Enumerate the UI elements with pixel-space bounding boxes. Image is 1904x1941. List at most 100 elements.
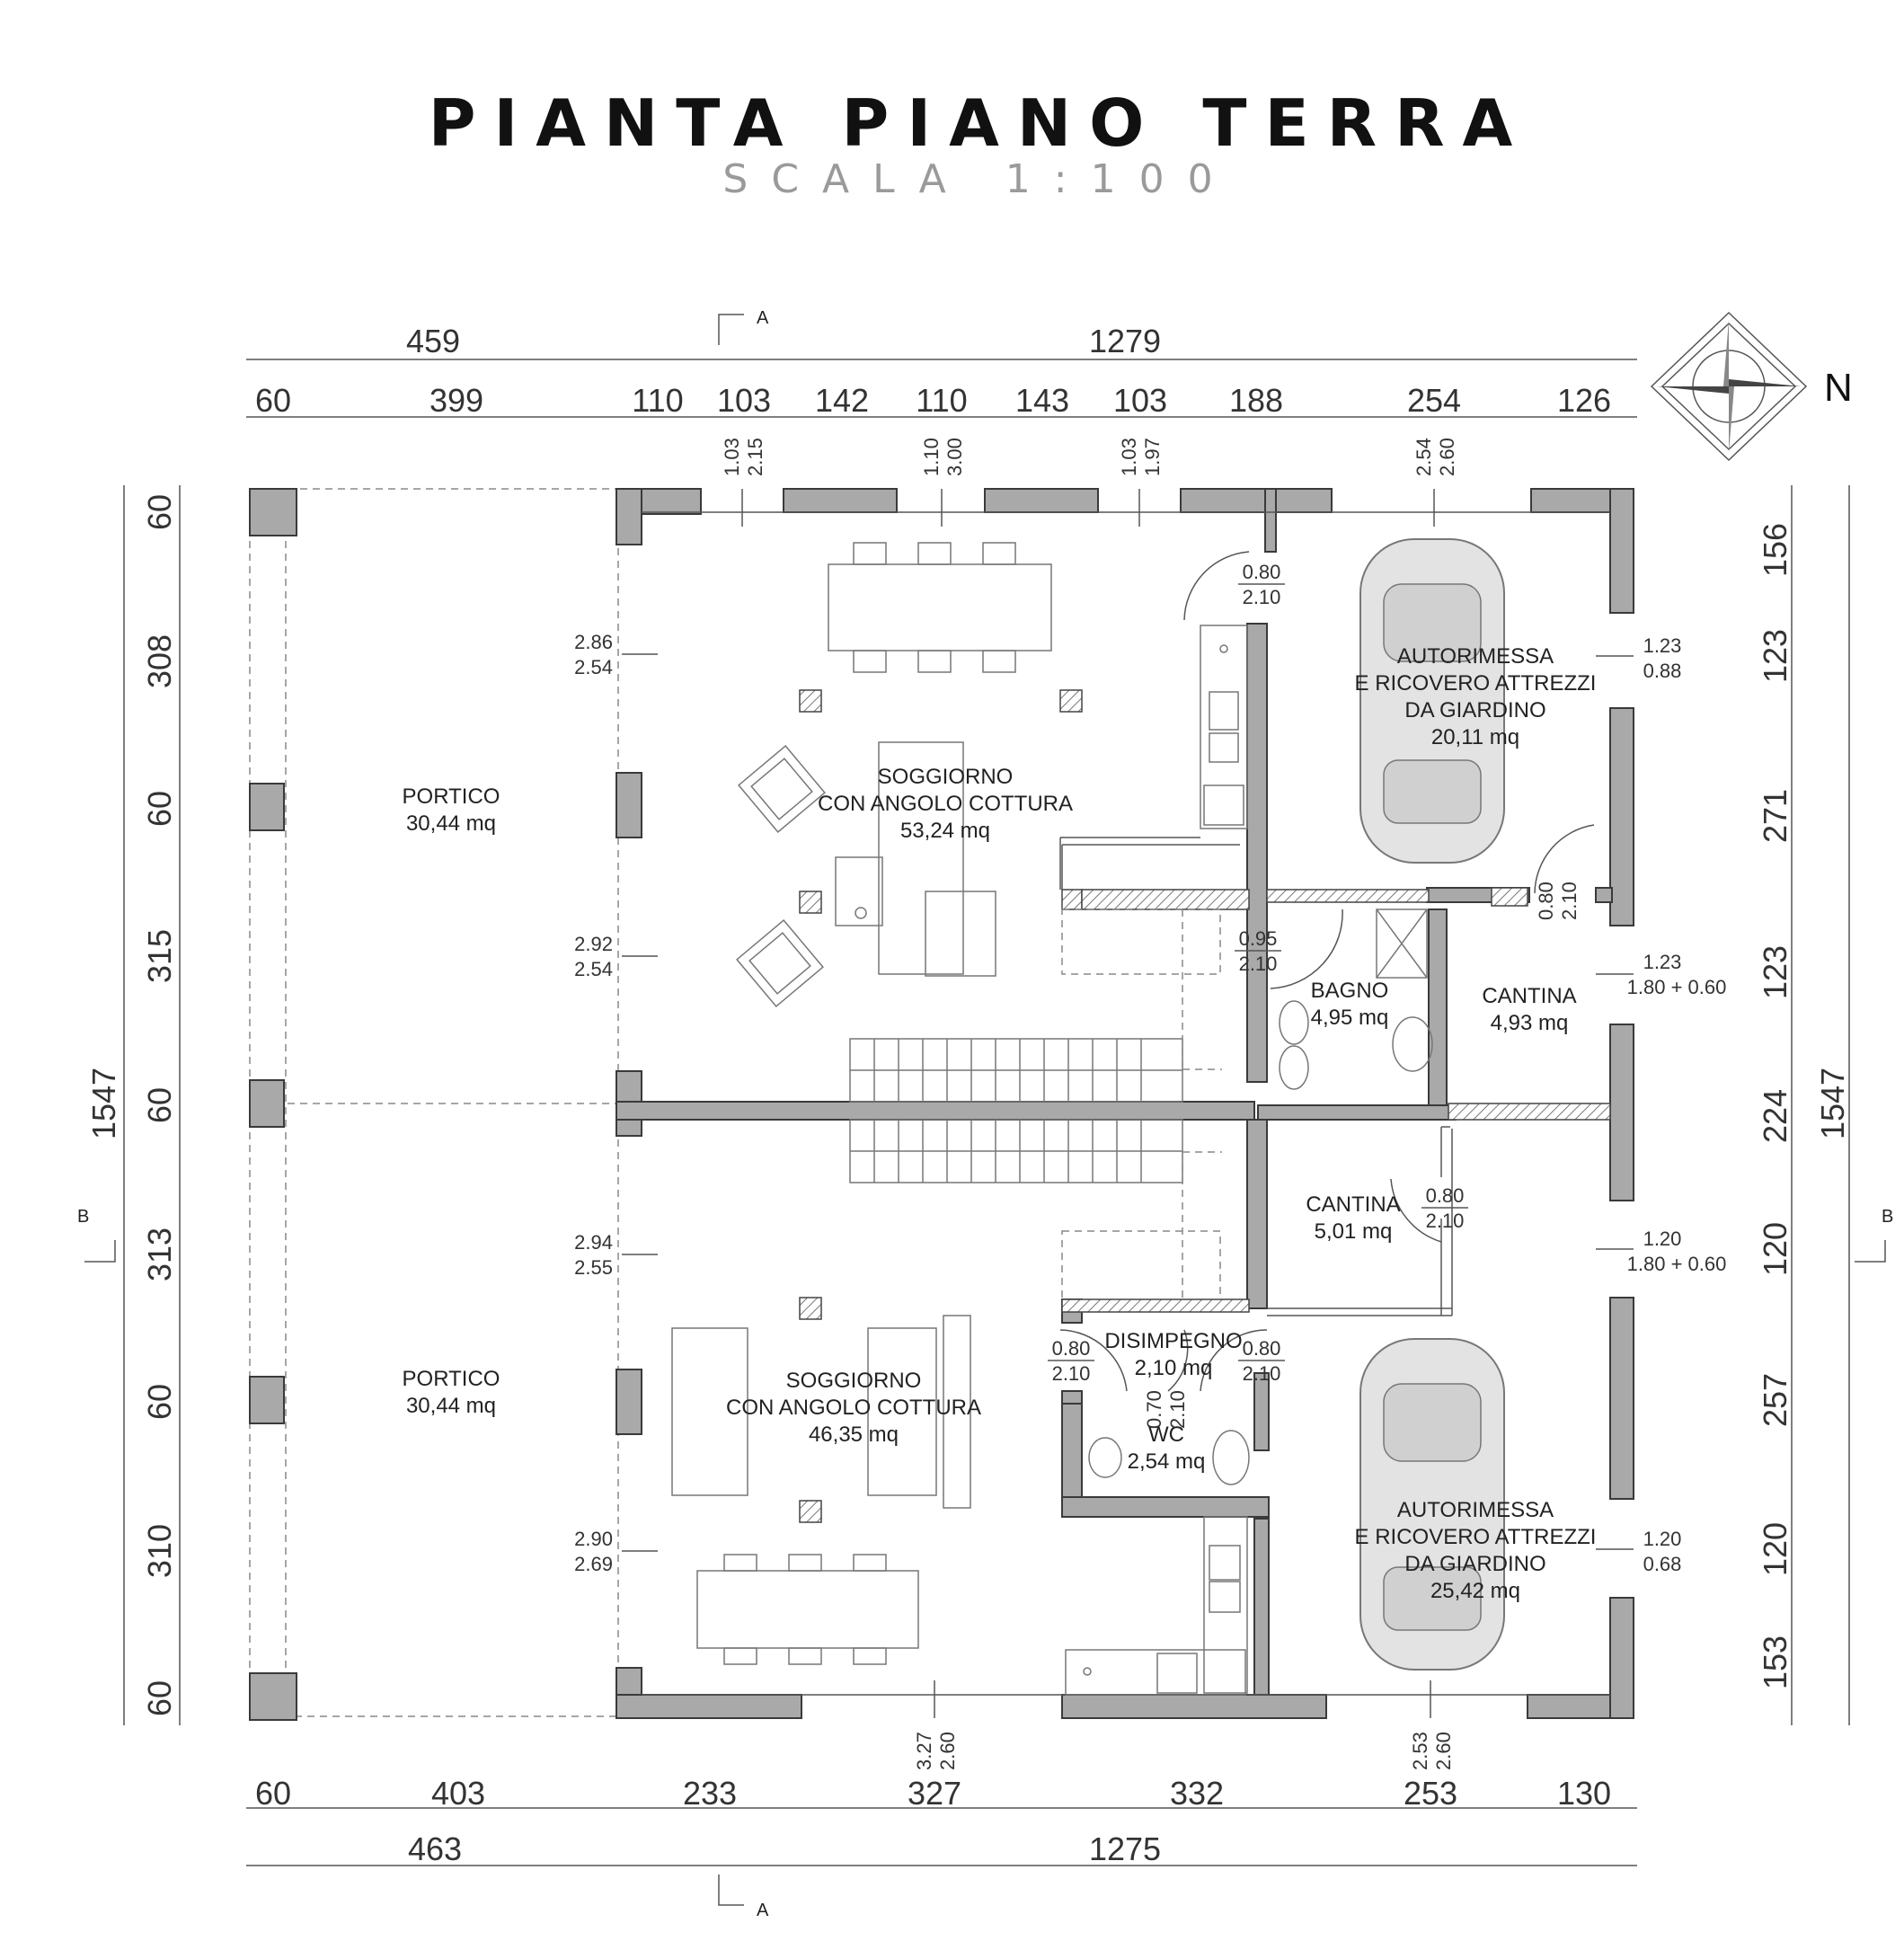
room-name: AUTORIMESSA [1397, 644, 1554, 669]
dim-right-part: 123 [1757, 629, 1793, 683]
bottom-total-dimensions: 463 1275 [408, 1830, 1161, 1867]
room-area: 2,54 mq [1128, 1449, 1206, 1474]
section-a-bottom-label: A [757, 1901, 769, 1920]
dim-bottom-total: 1275 [1089, 1830, 1161, 1867]
bottom-part-dimensions: 60 403 233 327 332 253 130 [255, 1775, 1611, 1812]
top-window-labels: 1.03 2.15 1.10 3.00 1.03 1.97 2.54 2.60 [721, 438, 1458, 476]
room-name: E RICOVERO ATTREZZI [1355, 671, 1597, 696]
furniture-bottom [671, 1297, 1248, 1696]
bottom-window-labels: 3.27 2.60 2.53 2.60 [913, 1732, 1455, 1770]
room-name: WC [1148, 1423, 1184, 1447]
room-bagno: BAGNO 4,95 mq [1311, 979, 1389, 1030]
door-height: 2.10 [1052, 1362, 1091, 1385]
room-area: 53,24 mq [900, 819, 990, 843]
room-name: BAGNO [1311, 979, 1389, 1003]
window-height: 1.80 + 0.60 [1627, 1253, 1727, 1275]
room-cantina-right: CANTINA 4,93 mq [1482, 984, 1576, 1035]
left-dimensions: 1547 60 308 60 315 60 313 60 310 60 [85, 494, 178, 1716]
window-width: 2.53 [1409, 1732, 1431, 1770]
window-width: 1.23 [1643, 634, 1682, 657]
window-height: 2.54 [574, 958, 613, 980]
window-height: 2.60 [936, 1732, 959, 1770]
room-name: CANTINA [1482, 984, 1576, 1008]
exterior-walls [615, 488, 1634, 1719]
window-height: 0.68 [1643, 1553, 1682, 1575]
window-width: 1.10 [920, 438, 943, 476]
window-height: 2.15 [744, 438, 766, 476]
room-portico-top: PORTICO 30,44 mq [403, 784, 500, 836]
window-width: 2.94 [574, 1231, 613, 1254]
room-portico-bottom: PORTICO 30,44 mq [403, 1367, 500, 1418]
door-labels: 0.80 2.10 0.80 2.10 0.95 2.10 0.80 2.10 … [1048, 561, 1581, 1429]
room-wc: WC 2,54 mq [1128, 1423, 1206, 1474]
door-width: 0.80 [1243, 561, 1281, 583]
dim-right-part: 224 [1757, 1089, 1793, 1143]
right-window-labels: 1.23 0.88 1.23 1.80 + 0.60 1.20 1.80 + 0… [1627, 634, 1727, 1575]
dim-top-total: 1279 [1089, 323, 1161, 359]
dim-left-part: 315 [141, 929, 178, 983]
door-width: 0.95 [1239, 927, 1278, 950]
room-area: 46,35 mq [809, 1423, 899, 1447]
dim-left-part: 310 [141, 1524, 178, 1578]
room-name: DA GIARDINO [1404, 698, 1545, 722]
room-area: 20,11 mq [1431, 725, 1519, 749]
dim-top-part: 142 [815, 382, 869, 419]
section-b-right-label: B [1882, 1207, 1893, 1227]
section-b-left-label: B [77, 1207, 89, 1227]
dim-right-part: 120 [1757, 1222, 1793, 1276]
section-a-bottom-marker: A [718, 1875, 769, 1920]
dim-top-part: 188 [1229, 382, 1283, 419]
dim-right-part: 123 [1757, 945, 1793, 999]
window-height: 3.00 [943, 438, 966, 476]
dim-left-part: 60 [141, 1384, 178, 1420]
door-height: 2.10 [1166, 1390, 1189, 1429]
door-height: 2.10 [1243, 586, 1281, 608]
car-top-icon [1359, 538, 1505, 864]
window-height: 2.55 [574, 1256, 613, 1279]
room-soggiorno-bottom: SOGGIORNO CON ANGOLO COTTURA 46,35 mq [726, 1369, 981, 1447]
dim-left-part: 60 [141, 494, 178, 530]
section-a-top-label: A [757, 308, 769, 328]
room-garage-bottom: AUTORIMESSA E RICOVERO ATTREZZI DA GIARD… [1355, 1498, 1597, 1603]
dim-right-part: 120 [1757, 1522, 1793, 1576]
furniture-top [736, 542, 1248, 1007]
window-height: 2.60 [1432, 1732, 1455, 1770]
window-height: 0.88 [1643, 660, 1682, 682]
dim-bottom-part: 233 [683, 1775, 737, 1812]
window-height: 1.97 [1141, 438, 1164, 476]
door-width: 0.70 [1143, 1390, 1165, 1429]
right-dimensions: 1547 156 123 271 123 224 120 257 120 153 [1757, 523, 1851, 1689]
room-area: 2,10 mq [1135, 1356, 1213, 1380]
stairs [849, 908, 1250, 1313]
room-name: CON ANGOLO COTTURA [726, 1396, 981, 1420]
room-area: 4,93 mq [1491, 1011, 1569, 1035]
window-height: 2.54 [574, 656, 613, 678]
window-width: 2.90 [574, 1528, 613, 1550]
room-area: 30,44 mq [406, 811, 496, 836]
dim-left-part: 60 [141, 1680, 178, 1716]
dim-top-part: 143 [1015, 382, 1069, 419]
dim-right-part: 153 [1757, 1635, 1793, 1689]
room-cantina-mid: CANTINA 5,01 mq [1306, 1192, 1400, 1244]
room-name: SOGGIORNO [786, 1369, 922, 1393]
dim-left-total: 1547 [85, 1068, 122, 1139]
dimension-lines [123, 359, 1850, 1866]
window-width: 1.23 [1643, 951, 1682, 973]
dim-bottom-part: 253 [1404, 1775, 1457, 1812]
dim-right-part: 156 [1757, 523, 1793, 577]
window-height: 1.80 + 0.60 [1627, 976, 1727, 998]
dim-left-part: 60 [141, 1087, 178, 1123]
section-b-right-marker: B [1855, 1207, 1893, 1263]
room-disimpegno: DISIMPEGNO 2,10 mq [1104, 1329, 1242, 1380]
room-soggiorno-top: SOGGIORNO CON ANGOLO COTTURA 53,24 mq [818, 765, 1073, 843]
dim-bottom-part: 130 [1557, 1775, 1611, 1812]
dim-top-part: 399 [430, 382, 483, 419]
window-width: 2.86 [574, 631, 613, 653]
dim-left-part: 313 [141, 1228, 178, 1281]
dim-right-part: 271 [1757, 789, 1793, 843]
dim-bottom-total: 463 [408, 1830, 462, 1867]
room-name: PORTICO [403, 1367, 500, 1391]
door-height: 2.10 [1558, 882, 1581, 920]
dim-bottom-part: 332 [1170, 1775, 1224, 1812]
window-height: 2.60 [1436, 438, 1458, 476]
